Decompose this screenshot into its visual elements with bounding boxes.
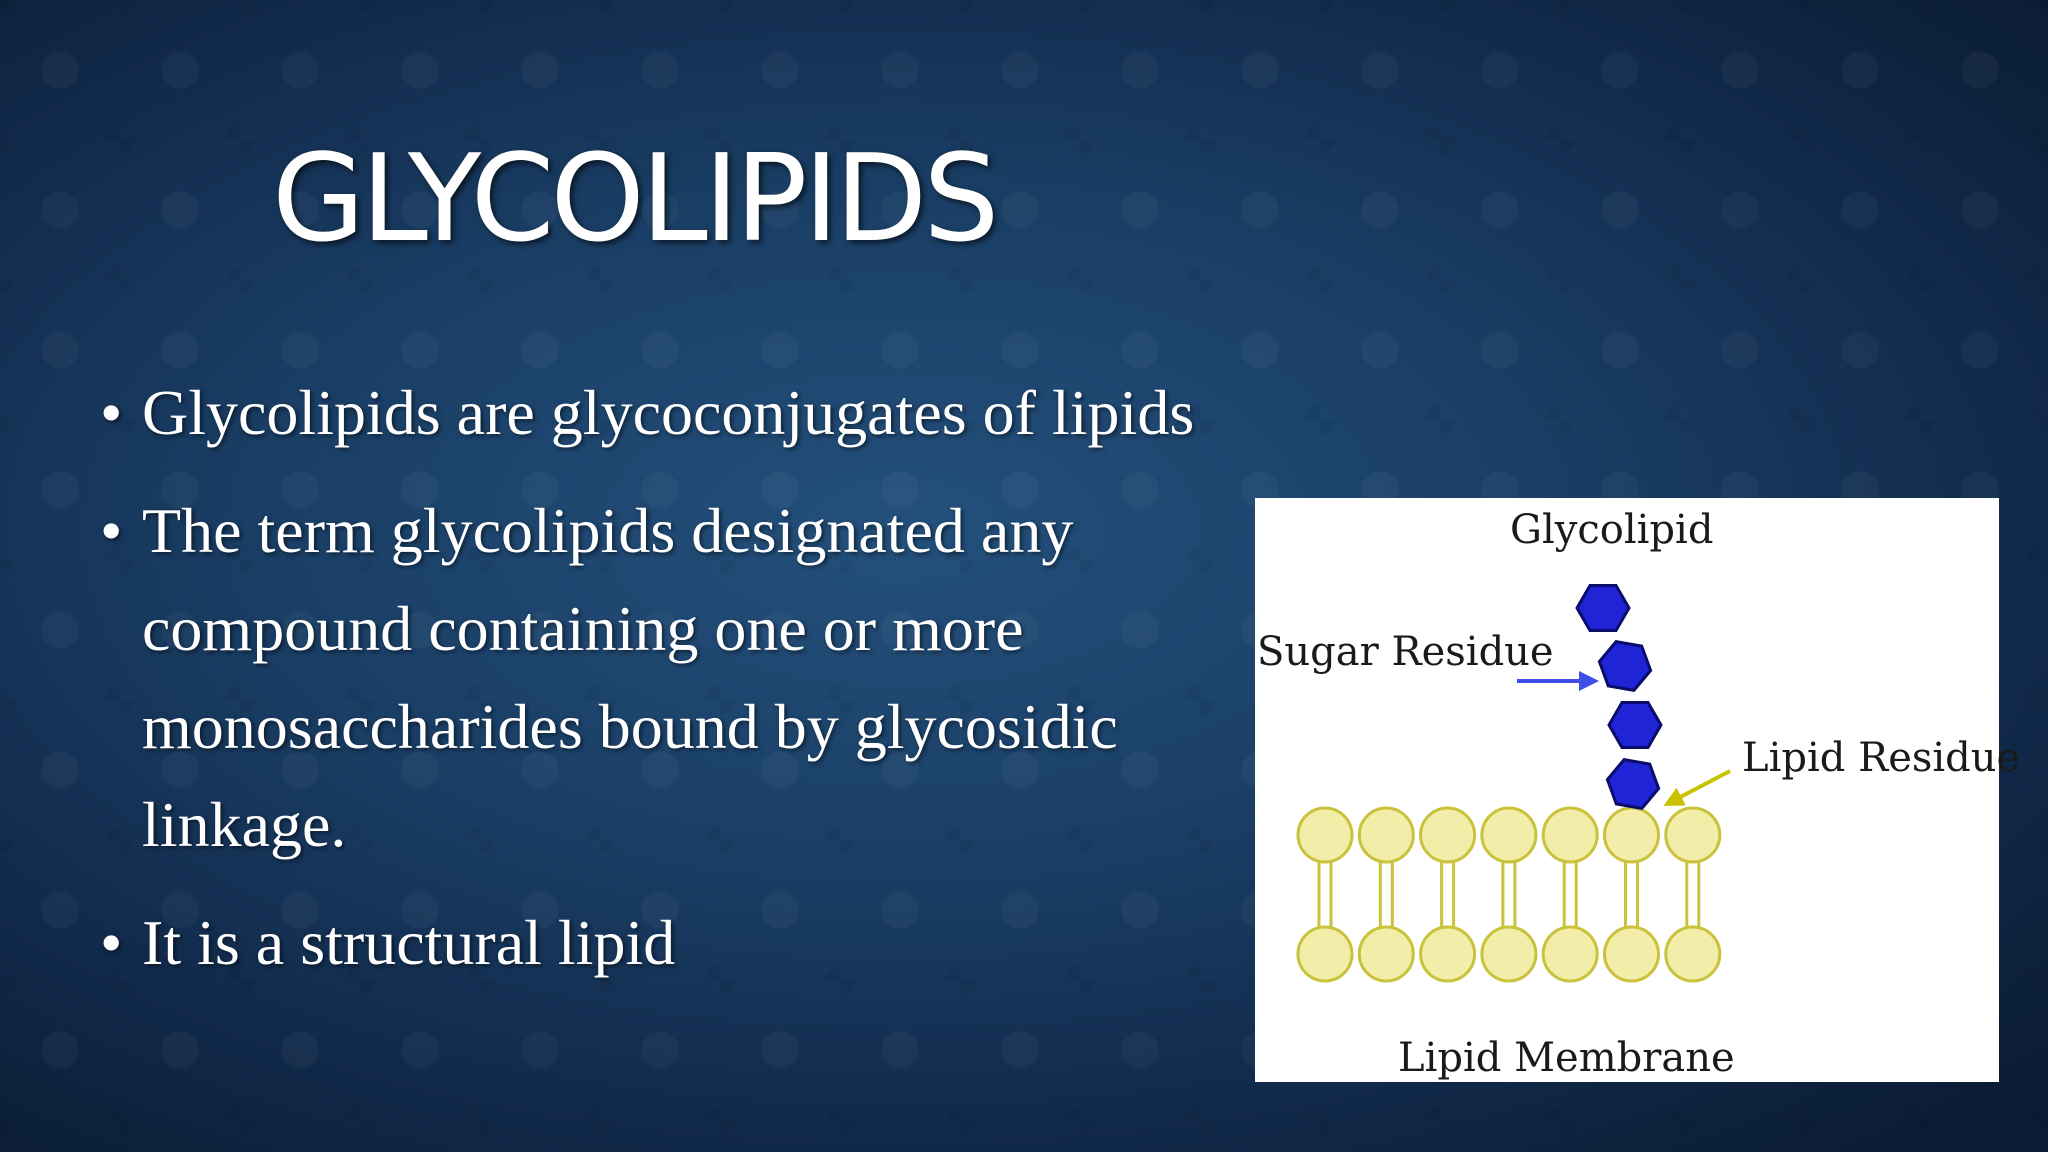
sugar-hexagon — [1597, 639, 1653, 693]
label-glycolipid: Glycolipid — [1510, 507, 1714, 553]
bullet-text-line: monosaccharides bound by glycosidic — [142, 691, 1118, 762]
lipid-head-bottom — [1603, 925, 1660, 983]
lipid-head-top — [1419, 806, 1477, 864]
lipid-residue-arrow — [1663, 769, 1731, 806]
lipid-head-bottom — [1664, 925, 1722, 983]
bullet-text: Glycolipids are glycoconjugates of lipid… — [142, 377, 1195, 448]
lipid-head-top — [1357, 806, 1415, 864]
sugar-hexagon — [1605, 757, 1661, 811]
bullet-text-line: The term glycolipids designated any — [142, 495, 1074, 566]
lipid-head-top — [1296, 806, 1354, 864]
lipid-head-bottom — [1419, 925, 1477, 983]
lipid-head-top — [1664, 806, 1722, 864]
glycolipid-diagram: Glycolipid Sugar Residue Lipid Residue L… — [1255, 498, 2020, 1082]
lipid-head-bottom — [1357, 925, 1415, 983]
sugar-hexagon — [1575, 584, 1631, 632]
label-sugar-residue: Sugar Residue — [1257, 629, 1554, 675]
bullet-text-line: compound containing one or more — [142, 593, 1024, 664]
label-lipid-membrane: Lipid Membrane — [1398, 1035, 1735, 1081]
bullet-text: It is a structural lipid — [142, 907, 676, 978]
lipid-head-bottom — [1480, 925, 1538, 983]
lipid-head-bottom — [1541, 925, 1599, 983]
sugar-hexagon — [1607, 701, 1663, 749]
bullet-marker: • — [100, 495, 123, 566]
bullet-item: • The term glycolipids designated any co… — [100, 482, 1282, 874]
label-lipid-residue: Lipid Residue — [1742, 735, 2021, 781]
bullet-item: • It is a structural lipid — [100, 894, 1142, 992]
bullet-list: • Glycolipids are glycoconjugates of lip… — [100, 364, 1382, 1012]
slide-title: GLYCOLIPIDS — [272, 130, 999, 269]
lipid-head-top — [1541, 806, 1599, 864]
lipid-head-top — [1480, 806, 1538, 864]
glycolipid-diagram-graphic — [1296, 584, 1731, 983]
lipid-head-top — [1603, 806, 1660, 864]
bullet-marker: • — [100, 907, 123, 978]
bullet-text-line: linkage. — [142, 789, 347, 860]
bullet-item: • Glycolipids are glycoconjugates of lip… — [100, 364, 1382, 462]
lipid-head-bottom — [1296, 925, 1354, 983]
bullet-marker: • — [100, 377, 123, 448]
